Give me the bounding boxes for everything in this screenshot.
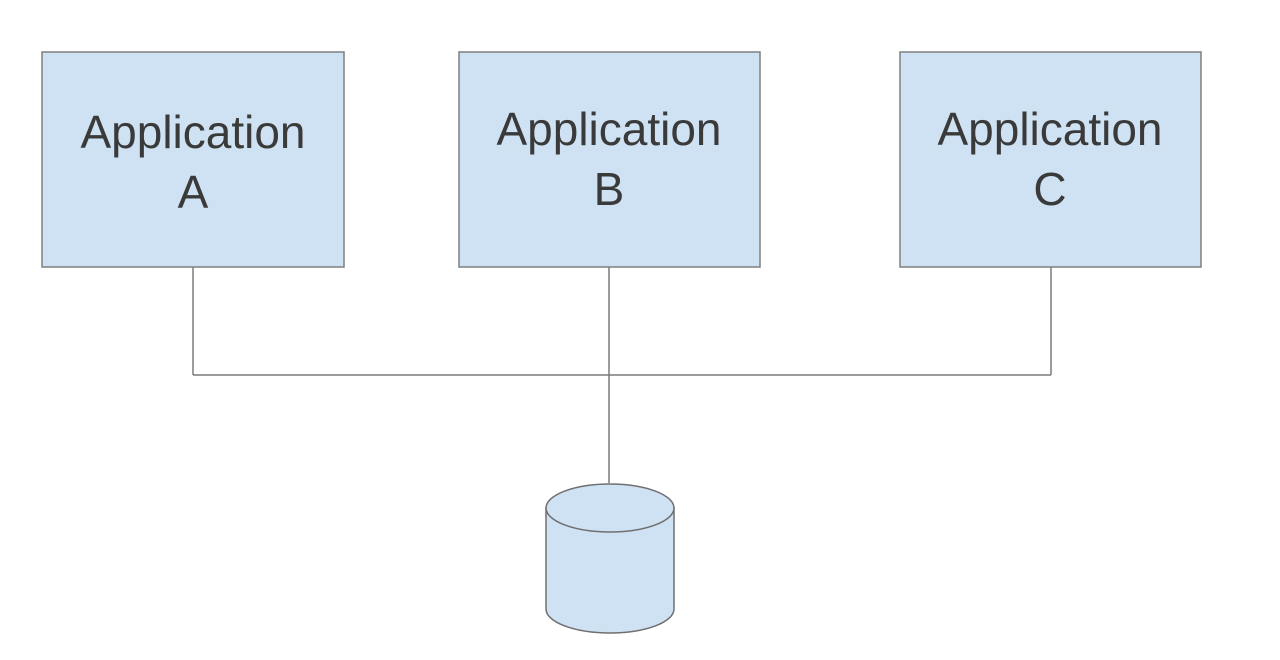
application-box-b[interactable]: Application B	[458, 51, 761, 268]
application-a-label-line2: A	[178, 166, 209, 218]
application-b-label-line2: B	[594, 163, 625, 215]
connectors	[192, 267, 1052, 483]
application-box-a[interactable]: Application A	[41, 51, 345, 268]
application-b-label-line1: Application	[496, 103, 721, 155]
application-c-label-line2: C	[1033, 163, 1066, 215]
application-box-b-shape	[458, 51, 761, 268]
application-a-label-line1: Application	[80, 106, 305, 158]
database-cylinder-icon[interactable]	[545, 483, 675, 634]
database-body	[545, 507, 675, 634]
database-top	[545, 483, 675, 533]
application-box-a-shape	[41, 51, 345, 268]
application-c-label-line1: Application	[937, 103, 1162, 155]
application-box-c[interactable]: Application C	[899, 51, 1202, 268]
application-box-c-shape	[899, 51, 1202, 268]
